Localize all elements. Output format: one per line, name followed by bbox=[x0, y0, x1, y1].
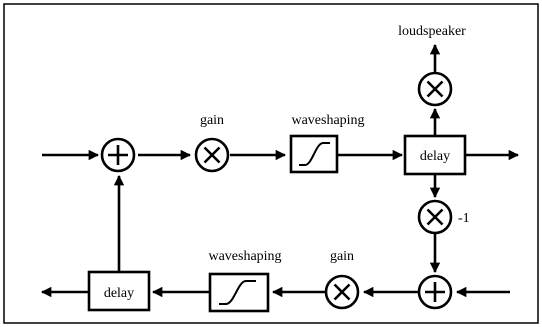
waveshaping-label-top: waveshaping bbox=[291, 113, 364, 128]
gain-label-top: gain bbox=[200, 113, 224, 128]
waveshaper-bottom bbox=[208, 272, 270, 313]
s-curve-icon bbox=[219, 280, 256, 305]
gain-multiplier-top bbox=[194, 137, 230, 173]
minus-one-label: -1 bbox=[458, 211, 470, 226]
delay-box-top: delay bbox=[403, 134, 467, 176]
delay-label-bottom: delay bbox=[104, 286, 134, 301]
adder-top bbox=[100, 137, 136, 173]
delay-box-bottom: delay bbox=[87, 270, 151, 312]
output-multiplier bbox=[417, 71, 453, 107]
delay-label-top: delay bbox=[420, 149, 450, 164]
waveshaper-top bbox=[289, 134, 339, 174]
invert-multiplier bbox=[417, 199, 453, 235]
diagram-frame bbox=[3, 3, 539, 324]
gain-multiplier-bottom bbox=[324, 274, 360, 310]
waveshaping-label-bottom: waveshaping bbox=[208, 249, 281, 264]
s-curve-icon bbox=[299, 142, 330, 166]
loudspeaker-label: loudspeaker bbox=[398, 24, 466, 39]
gain-label-bottom: gain bbox=[330, 249, 354, 264]
adder-bottom bbox=[417, 274, 453, 310]
